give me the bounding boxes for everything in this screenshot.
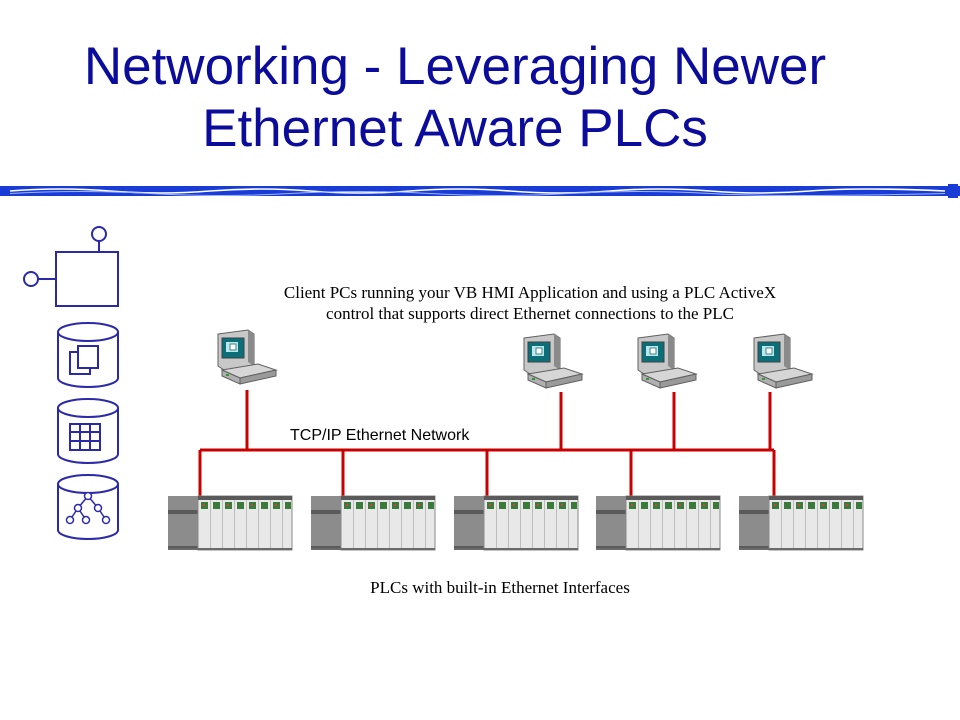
plc-caption: PLCs with built-in Ethernet Interfaces [370, 578, 630, 597]
network-tree-database-icon [57, 474, 119, 540]
plc-rack-2 [310, 495, 436, 551]
client-pc-1 [217, 329, 277, 385]
table-database-icon [57, 398, 119, 464]
client-pc-2 [523, 333, 583, 389]
side-icon-column [23, 226, 119, 540]
slide-title: Networking - Leveraging Newer Ethernet A… [0, 36, 910, 160]
plc-rack-1 [167, 495, 293, 551]
plc-rack-5 [738, 495, 864, 551]
ethernet-network-lines [198, 390, 776, 497]
documents-database-icon [57, 322, 119, 388]
client-pc-4 [753, 333, 813, 389]
title-line-1: Networking - Leveraging Newer [83, 37, 827, 96]
title-divider [0, 184, 960, 198]
plc-rack-4 [595, 495, 721, 551]
flowchart-icon [23, 226, 119, 307]
client-caption-line-2: control that supports direct Ethernet co… [326, 304, 734, 323]
client-pc-3 [637, 333, 697, 389]
network-label: TCP/IP Ethernet Network [290, 427, 470, 444]
plc-rack-3 [453, 495, 579, 551]
title-line-2: Ethernet Aware PLCs [202, 99, 708, 158]
client-caption: Client PCs running your VB HMI Applicati… [200, 282, 860, 324]
client-caption-line-1: Client PCs running your VB HMI Applicati… [283, 283, 777, 302]
